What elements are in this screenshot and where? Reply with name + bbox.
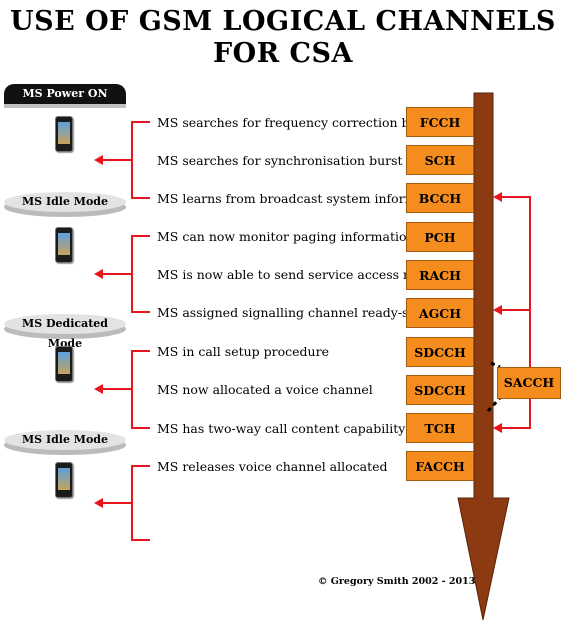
step-description: MS now allocated a voice channel <box>157 382 373 397</box>
step-description: MS learns from broadcast system informat… <box>157 191 449 206</box>
channel-box-bcch: BCCH <box>406 183 474 213</box>
state-power-on: MS Power ON <box>4 84 126 104</box>
channel-box-rach: RACH <box>406 260 474 290</box>
channel-box-facch: FACCH <box>406 451 474 481</box>
right-connectors <box>500 196 531 429</box>
phone-icon <box>55 227 73 263</box>
step-description: MS can now monitor paging information <box>157 229 415 244</box>
step-description: MS is now able to send service access re… <box>157 267 452 282</box>
phone-icon <box>55 346 73 382</box>
title-line-2: FOR CSA <box>213 38 353 69</box>
step-description: MS assigned signalling channel ready-sta… <box>157 305 434 320</box>
step-description: MS has two-way call content capability <box>157 421 406 436</box>
left-arrowheads <box>94 155 103 508</box>
state-idle-mode-2: MS Idle Mode <box>4 430 126 450</box>
phone-icon <box>55 116 73 152</box>
left-brackets <box>101 121 150 541</box>
state-idle-mode: MS Idle Mode <box>4 192 126 212</box>
channel-box-sacch: SACCH <box>497 367 561 399</box>
channel-box-sdcch: SDCCH <box>406 337 474 367</box>
time-arrow <box>457 92 510 621</box>
channel-box-agch: AGCH <box>406 298 474 328</box>
channel-box-fcch: FCCH <box>406 107 474 137</box>
step-description: MS in call setup procedure <box>157 344 329 359</box>
phone-icon <box>55 462 73 498</box>
channel-box-pch: PCH <box>406 222 474 252</box>
copyright: © Gregory Smith 2002 - 2013 <box>318 576 476 587</box>
sacch-links <box>486 361 502 413</box>
channel-box-sdcch-2: SDCCH <box>406 375 474 405</box>
step-description: MS searches for frequency correction bur… <box>157 115 435 130</box>
step-description: MS releases voice channel allocated <box>157 459 388 474</box>
step-description: MS searches for synchronisation burst <box>157 153 403 168</box>
title-line-1: USE OF GSM LOGICAL CHANNELS <box>10 6 556 37</box>
channel-box-sch: SCH <box>406 145 474 175</box>
channel-box-tch: TCH <box>406 413 474 443</box>
right-arrowheads <box>493 192 502 433</box>
state-dedicated-mode: MS Dedicated Mode <box>4 314 126 350</box>
